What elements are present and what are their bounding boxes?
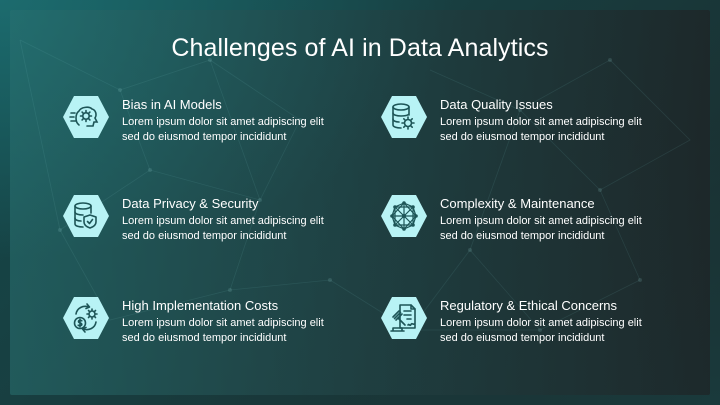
challenge-item-regulatory: Regulatory & Ethical Concerns Lorem ipsu… bbox=[380, 296, 680, 356]
database-shield-icon bbox=[63, 195, 109, 237]
challenge-title: Bias in AI Models bbox=[122, 97, 222, 112]
coin-gear-cycle-icon bbox=[63, 297, 109, 339]
challenge-description: Lorem ipsum dolor sit amet adipiscing el… bbox=[440, 116, 642, 143]
challenge-description: Lorem ipsum dolor sit amet adipiscing el… bbox=[122, 116, 324, 143]
challenge-description: Lorem ipsum dolor sit amet adipiscing el… bbox=[122, 317, 324, 344]
challenge-description: Lorem ipsum dolor sit amet adipiscing el… bbox=[440, 215, 642, 242]
gavel-document-icon bbox=[381, 297, 427, 339]
challenge-description: Lorem ipsum dolor sit amet adipiscing el… bbox=[440, 317, 642, 344]
slide-title: Challenges of AI in Data Analytics bbox=[171, 33, 549, 62]
brain-gear-icon bbox=[63, 96, 109, 138]
challenge-title: High Implementation Costs bbox=[122, 298, 279, 313]
challenge-item-complexity: Complexity & Maintenance Lorem ipsum dol… bbox=[380, 194, 680, 254]
challenge-title: Complexity & Maintenance bbox=[440, 196, 595, 211]
challenge-item-bias: Bias in AI Models Lorem ipsum dolor sit … bbox=[62, 95, 362, 155]
challenge-item-costs: High Implementation Costs Lorem ipsum do… bbox=[62, 296, 362, 356]
challenge-title: Data Privacy & Security bbox=[122, 196, 259, 211]
content-panel bbox=[10, 10, 710, 395]
challenge-title: Data Quality Issues bbox=[440, 97, 553, 112]
challenge-item-privacy-security: Data Privacy & Security Lorem ipsum dolo… bbox=[62, 194, 362, 254]
challenge-item-data-quality: Data Quality Issues Lorem ipsum dolor si… bbox=[380, 95, 680, 155]
database-gear-icon bbox=[381, 96, 427, 138]
challenge-title: Regulatory & Ethical Concerns bbox=[440, 298, 618, 313]
challenge-description: Lorem ipsum dolor sit amet adipiscing el… bbox=[122, 215, 324, 242]
network-icon bbox=[381, 195, 427, 237]
